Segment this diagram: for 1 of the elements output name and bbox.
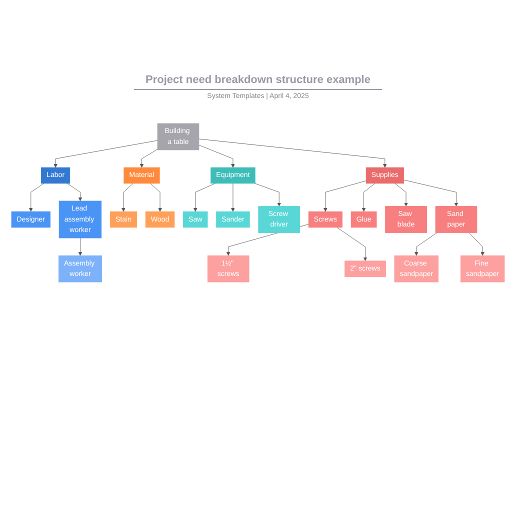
title: Project need breakdown structure example bbox=[134, 74, 382, 90]
